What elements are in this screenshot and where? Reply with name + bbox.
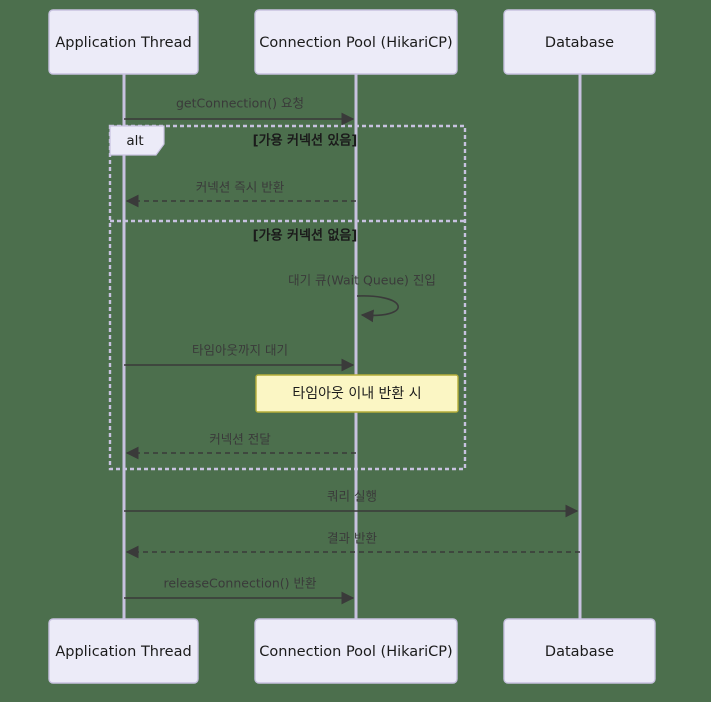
alt-guard-1: [가용 커넥션 있음] — [253, 133, 358, 149]
message-label-m2: 커넥션 즉시 반환 — [196, 180, 285, 195]
alt-guard-2: [가용 커넥션 없음] — [253, 228, 358, 244]
participant-box-app-top[interactable] — [48, 9, 199, 75]
participant-box-db-bottom[interactable] — [503, 618, 656, 684]
participant-box-app-bottom[interactable] — [48, 618, 199, 684]
note-text-n1: 타임아웃 이내 반환 시 — [292, 386, 421, 402]
participant-box-db-top[interactable] — [503, 9, 656, 75]
message-label-m4: 타임아웃까지 대기 — [192, 343, 288, 358]
participant-box-pool-top[interactable] — [254, 9, 458, 75]
participant-box-pool-bottom[interactable] — [254, 618, 458, 684]
participant-label-db-top: Database — [545, 35, 614, 51]
participant-label-app-top: Application Thread — [55, 35, 191, 51]
participant-label-pool-top: Connection Pool (HikariCP) — [259, 35, 452, 51]
participant-label-pool-bottom: Connection Pool (HikariCP) — [259, 644, 452, 660]
message-label-m5: 커넥션 전달 — [209, 432, 271, 447]
alt-operator-tag — [109, 125, 165, 156]
message-label-m6: 쿼리 실행 — [327, 489, 377, 504]
alt-operator-label: alt — [126, 133, 143, 149]
message-label-m8: releaseConnection() 반환 — [163, 576, 317, 591]
note-box-n1 — [255, 374, 459, 413]
alt-fragment-border — [108, 124, 467, 471]
message-label-m1: getConnection() 요청 — [176, 96, 304, 111]
message-label-m7: 결과 반환 — [327, 531, 377, 546]
message-arrow-m3-selfloop — [356, 295, 399, 323]
message-label-m3: 대기 큐(Wait Queue) 진입 — [288, 273, 436, 288]
participant-label-app-bottom: Application Thread — [55, 644, 191, 660]
participant-label-db-bottom: Database — [545, 644, 614, 660]
